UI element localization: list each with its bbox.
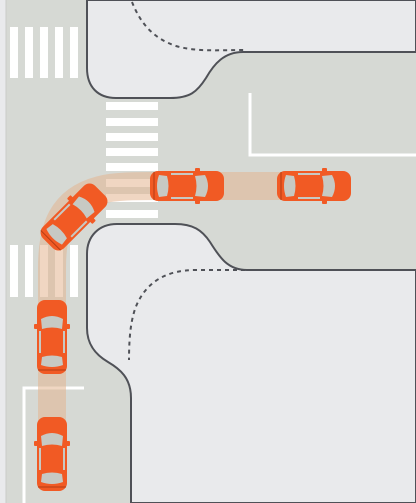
car-right-end [277, 168, 351, 204]
sidewalk-left-edge [0, 0, 6, 503]
car-lower-left-lane [34, 300, 70, 374]
car-after-turn [150, 168, 224, 204]
car-bottom-start [34, 417, 70, 491]
